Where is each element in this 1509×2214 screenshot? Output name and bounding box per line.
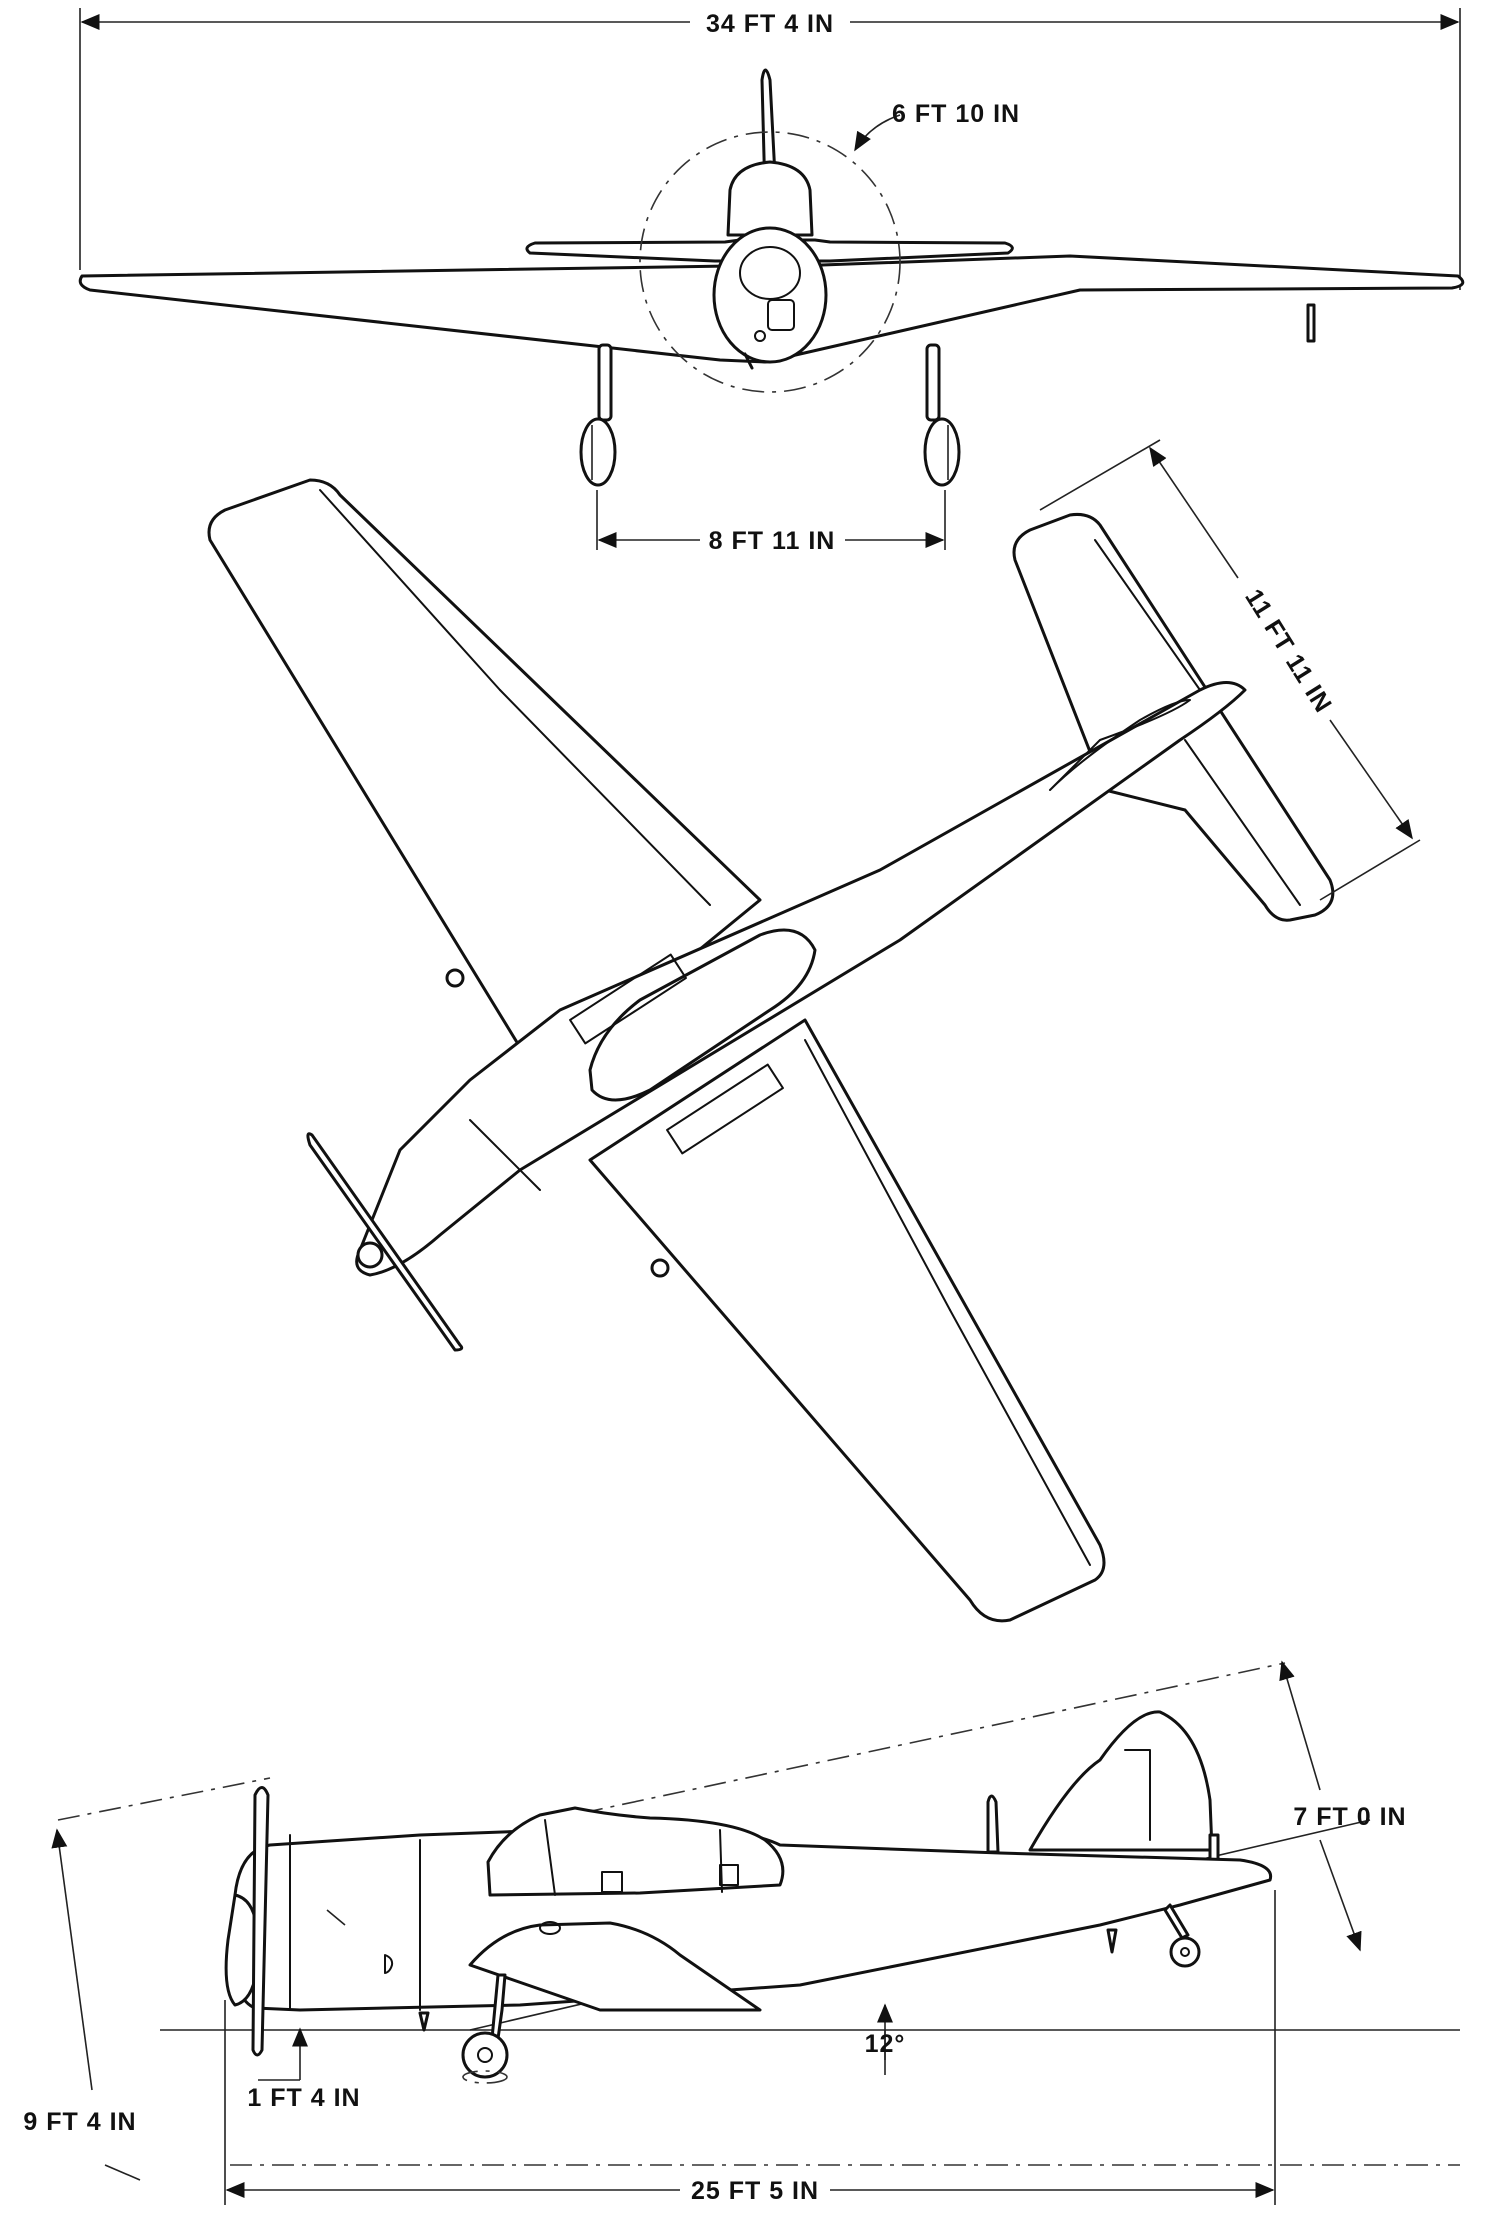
track-label: 8 FT 11 IN: [709, 527, 836, 555]
wing-walk-left: [569, 953, 687, 1045]
wing-root-side: [468, 1921, 762, 2012]
flap-right-hinge: [804, 1039, 951, 1311]
air-intake-front: [767, 299, 795, 331]
aileron-right-hinge: [949, 1309, 1091, 1566]
propeller-disc: [639, 131, 901, 393]
elevator-hinge-bottom: [1184, 739, 1301, 906]
tail-height-arrow-top: [1279, 1660, 1321, 1791]
main-gear-right: [923, 343, 961, 487]
overall-height-arrow-bottom: [104, 2164, 141, 2181]
tail-height-label: 7 FT 0 IN: [1293, 1803, 1406, 1831]
canopy-front: [726, 160, 814, 237]
cowling-joint-plan: [469, 1119, 541, 1191]
length-label: 25 FT 5 IN: [691, 2177, 819, 2205]
wing-walk-right: [666, 1063, 784, 1155]
ventral-fairing-side: [418, 2011, 430, 2032]
wing-left-plan: [207, 478, 762, 1082]
antenna-mast-side: [986, 1794, 1000, 1854]
headrest-front: [601, 1871, 623, 1893]
cowling-front: [712, 226, 828, 364]
wing-right-plan: [588, 1018, 1106, 1623]
wingspan-label: 34 FT 4 IN: [706, 10, 834, 38]
tail-skid-side: [1106, 1928, 1118, 1954]
fuel-cap-side: [539, 1921, 561, 1935]
cowl-vent-side: [384, 1954, 394, 1974]
height-reference-top: [57, 1777, 271, 1821]
tailplane-span-label: 11 FT 11 IN: [1239, 584, 1337, 718]
main-gear-left: [579, 343, 617, 487]
canopy-plan: [588, 928, 817, 1102]
gear-fairing-plan: [650, 1258, 670, 1278]
tailwheel-leg-side: [1163, 1903, 1190, 1940]
canopy-frame-rear: [719, 1829, 723, 1893]
main-wheel-ground-contact: [462, 2070, 508, 2084]
plan-view: 11 FT 11 IN: [207, 439, 1421, 1623]
spinner-plan: [356, 1241, 384, 1269]
tail-height-reference: [539, 1662, 1286, 1823]
main-wheel-hub-side: [477, 2047, 493, 2063]
side-view: 9 FT 4 IN 7 FT 0 IN 1 FT 4 IN 12° 25 FT …: [23, 1660, 1460, 2205]
tailspan-arrow-top: [1149, 446, 1239, 579]
aileron-left-hinge: [319, 489, 501, 691]
tailwheel-hub-side: [1180, 1947, 1190, 1957]
front-view: 34 FT 4 IN 6 FT 10 IN: [78, 8, 1465, 555]
main-wheel-side: [461, 2031, 509, 2079]
propeller-diameter-label: 6 FT 10 IN: [892, 100, 1020, 128]
tailspan-extension-top: [1039, 439, 1161, 511]
pitot-front: [1306, 303, 1316, 343]
overall-height-label: 9 FT 4 IN: [23, 2108, 136, 2136]
tailspan-arrow-bottom: [1329, 719, 1413, 840]
oil-cap-front: [754, 330, 766, 342]
tailwheel-side: [1169, 1936, 1201, 1968]
dorsal-fin-plan: [1049, 699, 1191, 791]
propeller-leader: [854, 114, 901, 152]
cowl-exhaust-side: [326, 1909, 346, 1926]
fin-side: [1028, 1710, 1214, 1852]
rudder-hinge-side: [1124, 1749, 1151, 1841]
propeller-plan: [306, 1132, 464, 1352]
ground-angle-label: 12°: [865, 2030, 906, 2058]
canopy-side: [486, 1806, 785, 1897]
exhaust-front: [743, 352, 754, 370]
canopy-frame-front: [544, 1819, 556, 1896]
overall-height-arrow-top: [51, 1828, 93, 2091]
pitot-plan: [445, 968, 465, 988]
tailspan-extension-bottom: [1319, 839, 1421, 901]
tail-height-arrow-bottom: [1319, 1839, 1362, 1952]
elevator-hinge-top: [1094, 539, 1201, 691]
prop-clearance-label: 1 FT 4 IN: [247, 2084, 360, 2112]
headrest-rear: [719, 1864, 739, 1886]
propeller-side: [251, 1786, 270, 2057]
spinner-front: [739, 246, 801, 300]
flap-left-hinge: [499, 689, 711, 906]
